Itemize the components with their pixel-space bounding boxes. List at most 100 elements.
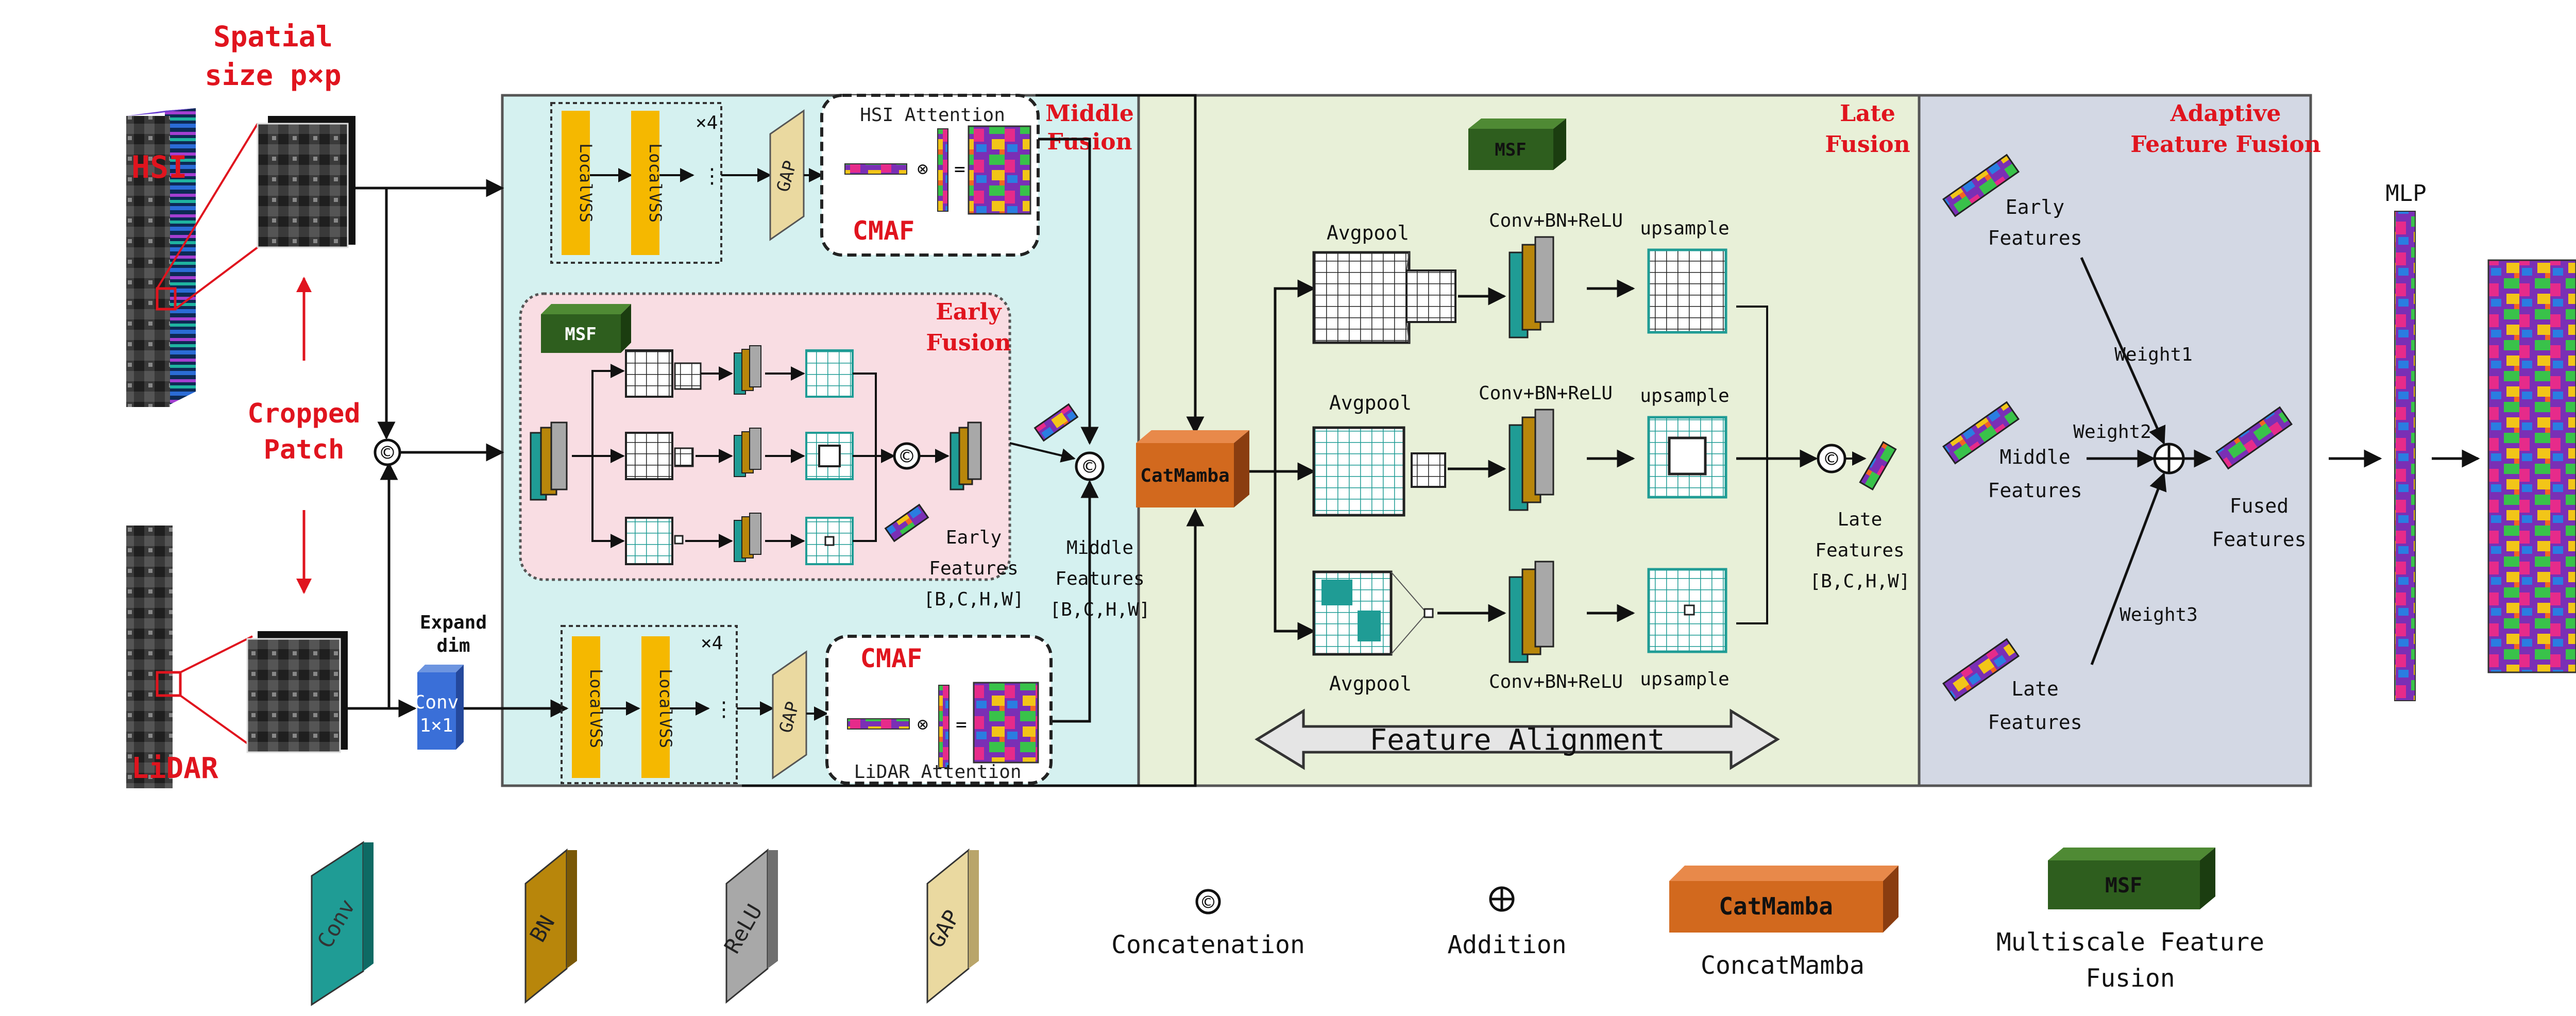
hsi-attention-to-middle-concat xyxy=(1038,138,1099,445)
mlp-label: MLP xyxy=(2385,180,2426,207)
early-split-bottom xyxy=(591,456,625,548)
conv1x1-label-1: Conv xyxy=(414,692,459,713)
early-input-stack xyxy=(530,421,568,501)
early-features-vector xyxy=(884,503,929,543)
catmamba-bottom-feed xyxy=(742,508,1205,787)
catmamba-top xyxy=(1136,430,1249,443)
classification-map xyxy=(2487,259,2576,673)
bottom-localvss-group xyxy=(561,625,738,784)
catmamba-block: CatMamba xyxy=(1136,279,1316,640)
adaptive-middle-label-2: Features xyxy=(1988,479,2082,502)
expand-dim-label-1: Expand xyxy=(420,612,487,633)
conv1x1-top xyxy=(417,665,464,672)
lidar-attention-map xyxy=(973,682,1039,764)
lidar-patch-marker xyxy=(156,671,182,697)
lidar-attention-column xyxy=(938,685,950,768)
weight3-label: Weight3 xyxy=(2120,604,2198,625)
legend-relu: ReLU xyxy=(719,848,778,1004)
late-row-3-avgpool: Avgpool xyxy=(1329,672,1412,695)
lidar-attention-to-middle-concat xyxy=(1051,480,1099,723)
feature-alignment-label: Feature Alignment xyxy=(1369,723,1665,757)
conv1x1-box xyxy=(417,672,456,750)
spatial-size-label-1: Spatial xyxy=(213,20,333,53)
legend-catmamba: CatMamba ConcatMamba xyxy=(1669,866,1899,980)
bottom-localvss-2 xyxy=(641,636,670,778)
weight3-arrow xyxy=(2090,472,2167,665)
fused-features-vector xyxy=(2215,406,2293,470)
bottom-gap-block xyxy=(772,650,807,780)
adaptive-title-2: Feature Fusion xyxy=(2130,131,2320,158)
input-concat-c: © xyxy=(381,440,394,465)
catmamba-side xyxy=(1234,430,1249,507)
late-row-3: Avgpool Conv+BN+ReLU upsample xyxy=(1312,459,1768,695)
legend-bn: BN xyxy=(524,848,577,1004)
adaptive-early-vector xyxy=(1942,154,2020,217)
cropped-label-1: Cropped xyxy=(247,398,360,429)
late-msf-label: MSF xyxy=(1495,140,1526,160)
adaptive-late-label-1: Late xyxy=(2011,678,2059,700)
hsi-zoom-line-bottom xyxy=(174,246,259,310)
fused-features-label-1: Fused xyxy=(2230,495,2289,517)
late-msf-top xyxy=(1468,118,1566,129)
legend-gap: GAP xyxy=(923,848,979,1004)
top-localvss-group xyxy=(550,102,722,264)
early-features-label-2: Features xyxy=(929,558,1018,579)
legend-addition: Addition xyxy=(1447,886,1567,959)
early-msf-side xyxy=(621,304,631,353)
late-row-2-avgpool: Avgpool xyxy=(1329,392,1412,414)
hsi-label: HSI xyxy=(131,149,187,185)
legend-msf-box-label: MSF xyxy=(2105,874,2142,898)
hsi-attention-otimes: ⊗ xyxy=(917,159,928,180)
fused-features-label-2: Features xyxy=(2212,528,2306,551)
input-concat-symbol xyxy=(374,438,401,466)
mlp-vector xyxy=(2394,211,2416,701)
lidar-patch xyxy=(246,638,341,753)
hsi-attention-map xyxy=(968,125,1031,215)
early-row-1 xyxy=(625,345,854,398)
bottom-localvss-1 xyxy=(572,636,600,778)
early-concat-c: © xyxy=(900,444,913,469)
expand-dim-conv: Expand dim Conv 1×1 xyxy=(414,612,569,750)
early-row-3 xyxy=(625,513,854,565)
cropped-label-2: Patch xyxy=(264,434,345,465)
lidar-attention-vector xyxy=(847,718,910,730)
late-fusion-title-2: Fusion xyxy=(1825,131,1910,158)
top-repeat-label: ×4 xyxy=(696,112,718,133)
hsi-patch xyxy=(257,123,349,248)
late-msf-side xyxy=(1553,118,1566,170)
lidar-attention-otimes: ⊗ xyxy=(917,714,928,735)
late-concat-c: © xyxy=(1825,446,1838,471)
late-features-label-1: Late xyxy=(1838,509,1883,530)
lidar-attention-title: LiDAR Attention xyxy=(854,761,1021,783)
legend: Conv BN ReLU GAP © Concatenation Additio… xyxy=(311,841,2264,1006)
hsi-cmaf-label: CMAF xyxy=(853,216,914,246)
catmamba-top-feed xyxy=(1036,94,1205,435)
legend-concat-label: Concatenation xyxy=(1111,930,1305,959)
hsi-patch-marker xyxy=(156,287,177,311)
legend-addition-label: Addition xyxy=(1447,930,1566,959)
legend-catmamba-box-label: CatMamba xyxy=(1719,892,1833,920)
middle-fusion-title-1: Middle xyxy=(1045,100,1134,127)
early-msf-face xyxy=(541,314,621,353)
early-to-middle-concat xyxy=(1009,442,1076,463)
bottom-repeat-label: ×4 xyxy=(701,633,723,654)
late-row-2-upsample: upsample xyxy=(1640,385,1729,407)
adaptive-early-label-2: Features xyxy=(1988,227,2082,249)
hsi-attention-column xyxy=(937,128,948,212)
lidar-zoom-line-bottom xyxy=(179,695,253,748)
middle-features-label-2: Features xyxy=(1055,568,1144,589)
middle-features-shape: [B,C,H,W] xyxy=(1049,599,1150,620)
lidar-to-concat xyxy=(348,462,398,710)
feature-alignment-shape xyxy=(1255,708,1780,770)
adaptive-early-label-1: Early xyxy=(2006,196,2064,218)
early-fusion-title-1: Early xyxy=(936,299,1002,325)
lidar-label: LiDAR xyxy=(131,752,218,785)
lidar-zoom-line-top xyxy=(180,635,253,673)
cropped-patch-annotation: Cropped Patch xyxy=(247,277,361,594)
late-row-1-upsample: upsample xyxy=(1640,218,1729,239)
lidar-attention-equals: = xyxy=(956,714,967,735)
mlp-output: MLP xyxy=(2329,180,2576,701)
lidar-image xyxy=(126,526,173,788)
late-fusion-block: MSF Late Fusion Avgpool Conv+BN+ReLU ups… xyxy=(1255,100,1910,770)
late-fusion-title-1: Late xyxy=(1840,100,1895,127)
